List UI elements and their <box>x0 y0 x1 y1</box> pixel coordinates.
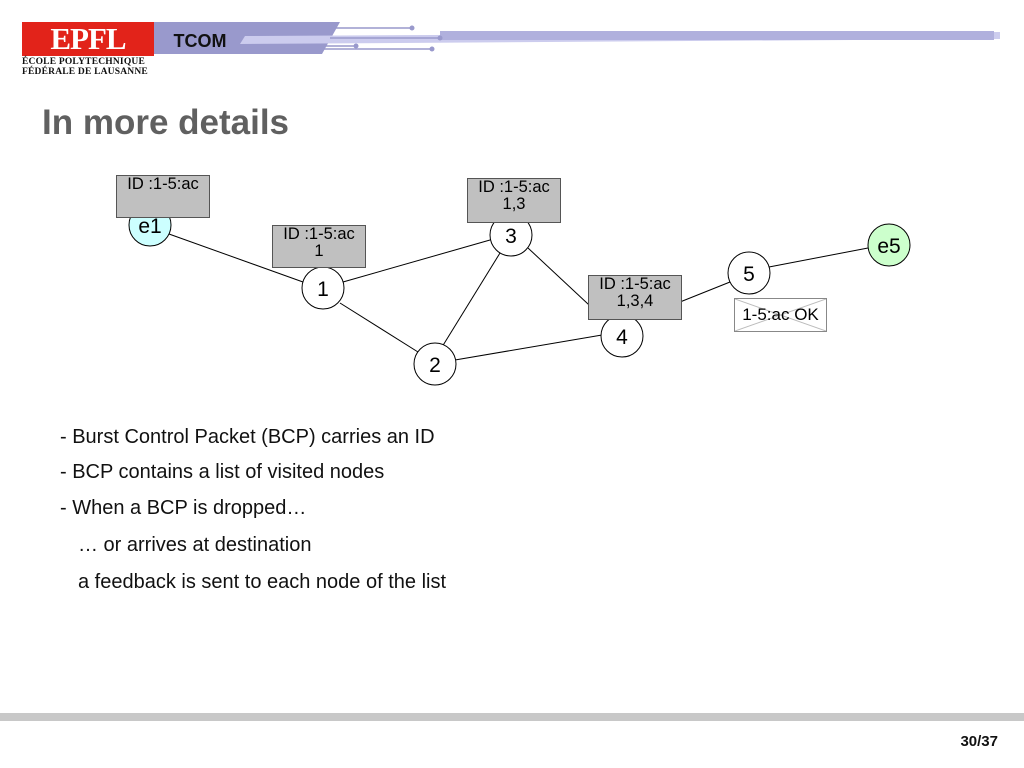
packet-box-e1: ID :1-5:ac <box>116 175 210 218</box>
node-e5: e5 <box>867 223 911 267</box>
node-4: 4 <box>600 314 644 358</box>
link-3-2 <box>441 252 501 348</box>
node-2: 2 <box>413 342 457 386</box>
header-bar <box>440 31 994 40</box>
header-dot-2 <box>437 35 443 41</box>
header-dot-1 <box>409 25 415 31</box>
header-dot-4 <box>429 46 435 52</box>
feedback-ok-label: 1-5:ac OK <box>742 305 819 324</box>
slide-title: In more details <box>42 103 290 142</box>
link-1-3 <box>342 239 491 283</box>
node-1: 1 <box>301 266 345 310</box>
section-label: TCOM <box>173 31 227 51</box>
packet-4-visited: 1,3,4 <box>616 292 654 310</box>
link-1-2 <box>339 302 419 353</box>
node-2-label: 2 <box>429 354 441 377</box>
node-e5-label: e5 <box>877 235 900 258</box>
packet-box-node-1: ID :1-5:ac 1 <box>272 225 366 268</box>
packet-1-id: ID :1-5:ac <box>283 225 355 243</box>
cross-out-mark <box>735 299 826 331</box>
node-5-label: 5 <box>743 263 755 286</box>
node-1-label: 1 <box>317 278 329 301</box>
packet-3-id: ID :1-5:ac <box>478 178 550 196</box>
epfl-logo: EPFL <box>22 22 154 56</box>
link-5-e5 <box>768 247 869 268</box>
header-decoration <box>154 22 1000 54</box>
packet-e1-id: ID :1-5:ac <box>127 175 199 193</box>
footer-bar <box>0 713 1024 721</box>
header-dot-3 <box>353 43 359 49</box>
node-e1-label: e1 <box>138 215 161 238</box>
bullet-4: … or arrives at destination <box>78 534 312 556</box>
logo-subtitle-line1: ÉCOLE POLYTECHNIQUE <box>22 57 146 67</box>
node-5: 5 <box>727 251 771 295</box>
node-3-label: 3 <box>505 225 517 248</box>
logo-subtitle-line2: FÉDÉRALE DE LAUSANNE <box>22 67 148 77</box>
packet-1-visited: 1 <box>314 242 324 260</box>
node-4-label: 4 <box>616 326 628 349</box>
bullet-3: - When a BCP is dropped… <box>60 497 307 519</box>
packet-4-id: ID :1-5:ac <box>599 275 671 293</box>
packet-box-node-3: ID :1-5:ac 1,3 <box>467 178 561 223</box>
feedback-ok-box: 1-5:ac OK <box>734 298 827 332</box>
logo-wordmark: EPFL <box>50 22 126 56</box>
bullet-1: - Burst Control Packet (BCP) carries an … <box>60 426 435 448</box>
packet-box-node-4: ID :1-5:ac 1,3,4 <box>588 275 682 320</box>
page-number: 30/37 <box>960 733 998 750</box>
packet-3-visited: 1,3 <box>502 195 526 213</box>
link-2-4 <box>454 334 603 361</box>
bullet-5: a feedback is sent to each node of the l… <box>78 571 447 593</box>
link-e1-1 <box>168 233 304 283</box>
bullet-2: - BCP contains a list of visited nodes <box>60 461 385 483</box>
